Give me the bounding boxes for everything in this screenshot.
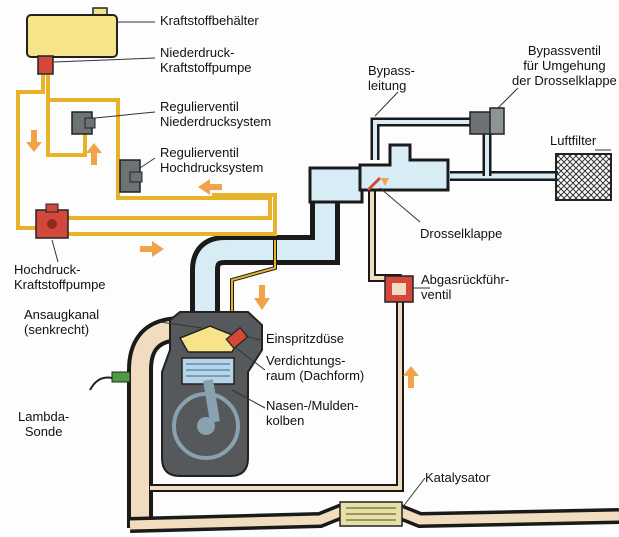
label-regulator-low: Regulierventil Niederdrucksystem — [160, 99, 272, 129]
label-high-pressure-pump: Hochdruck- Kraftstoffpumpe — [14, 262, 106, 292]
label-lambda: Lambda- Sonde — [18, 409, 70, 439]
leader-lines — [51, 21, 611, 509]
regulator-high-icon — [119, 159, 143, 193]
fuel-tank-icon — [26, 7, 118, 58]
label-fuel-tank: Kraftstoffbehälter — [160, 13, 259, 28]
bypass-valve-icon — [469, 107, 505, 135]
regulator-low-icon — [71, 111, 96, 135]
bypass-line — [370, 117, 492, 176]
label-regulator-high: Regulierventil Hochdrucksystem — [160, 145, 264, 175]
label-intake: Ansaugkanal (senkrecht) — [24, 307, 100, 337]
catalytic-converter-icon — [339, 501, 403, 527]
label-low-pressure-pump: Niederdruck- Kraftstoffpumpe — [160, 45, 252, 75]
injector-icon — [225, 326, 249, 350]
air-filter-icon — [555, 153, 612, 201]
flow-arrow-icon — [26, 130, 419, 388]
label-bypass-valve: Bypassventil für Umgehung der Drosselkla… — [512, 43, 617, 88]
engine-block — [161, 311, 263, 477]
label-air-filter: Luftfilter — [550, 133, 597, 148]
label-chamber: Verdichtungs- raum (Dachform) — [266, 353, 365, 383]
label-injector: Einspritzdüse — [266, 331, 345, 346]
low-pressure-pump-icon — [37, 55, 54, 75]
lambda-sensor-icon — [89, 371, 131, 391]
fuel-high-pressure-line — [230, 240, 277, 330]
throttle-valve-icon — [366, 176, 382, 192]
egr-valve-icon — [384, 275, 414, 303]
label-piston: Nasen-/Mulden- kolben — [266, 398, 359, 428]
label-bypass-line: Bypass- leitung — [368, 63, 415, 93]
label-catalyst: Katalysator — [425, 470, 491, 485]
label-throttle: Drosselklappe — [420, 226, 503, 241]
fuel-lines — [16, 75, 277, 236]
high-pressure-pump-icon — [35, 203, 69, 239]
label-egr-valve: Abgasrückführ- ventil — [421, 272, 510, 302]
